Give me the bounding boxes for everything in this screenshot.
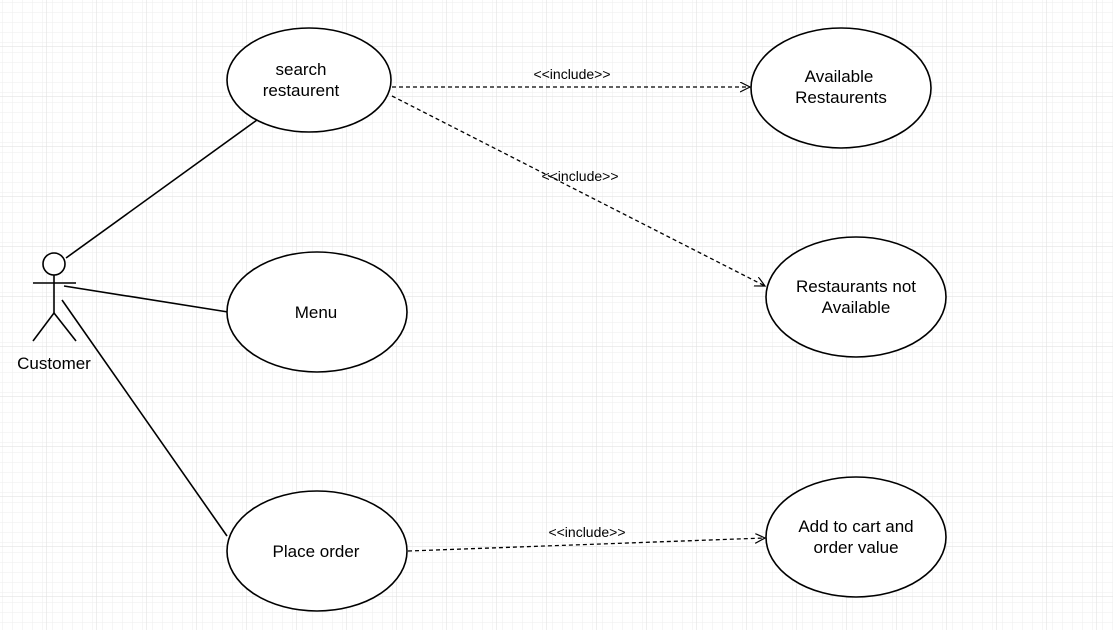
usecase-label-line: Restaurents [795,88,887,107]
include-label-3: <<include>> [548,524,625,540]
usecase-place-order[interactable]: Place order [226,490,408,612]
usecase-label-line: search [275,60,326,79]
usecase-label-line: Place order [273,542,360,561]
association-place-order[interactable] [61,299,228,537]
usecase-label-line: Restaurants not [796,277,916,296]
usecase-label-line: Menu [295,303,338,322]
actor-leg-left [32,312,55,342]
include-edge-add-to-cart[interactable] [407,538,765,552]
usecase-label-line: order value [813,538,898,557]
include-label-1: <<include>> [533,66,610,82]
include-label-2: <<include>> [541,168,618,184]
association-search[interactable] [65,119,258,259]
usecase-label-line: Add to cart and [798,517,913,536]
actor-label: Customer [17,354,91,373]
usecase-available-restaurents[interactable]: Available Restaurents [750,27,932,149]
actor-head-icon [42,252,66,276]
usecase-label-line: restaurent [263,81,340,100]
usecase-label-line: Available [805,67,874,86]
usecase-add-to-cart[interactable]: Add to cart and order value [765,476,947,598]
actor-leg-right [53,312,77,342]
usecase-search-restaurent[interactable]: search restaurent [226,27,392,133]
association-menu[interactable] [63,285,229,313]
usecase-menu[interactable]: Menu [226,251,408,373]
usecase-restaurants-not-available[interactable]: Restaurants not Available [765,236,947,358]
actor-customer[interactable]: Customer [17,252,91,373]
usecase-label-line: Available [822,298,891,317]
